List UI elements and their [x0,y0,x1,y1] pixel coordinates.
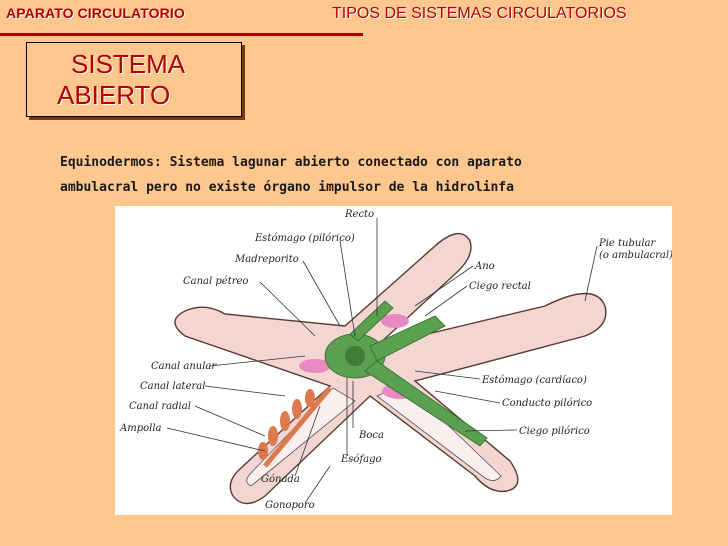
description: Equinodermos: Sistema lagunar abierto co… [60,150,640,200]
label-ano: Ano [474,261,495,272]
starfish-diagram: Recto Estómago (pilórico) Madreporito Ca… [119,209,672,511]
label-recto: Recto [344,209,374,220]
radial-canal [263,386,332,468]
starfish-body [174,233,607,505]
ampullae [258,389,315,460]
header-right-title: TIPOS DE SISTEMAS CIRCULATORIOS [332,5,627,22]
cardiac-stomach-core [345,346,365,366]
title-line-1: SISTEMA [71,49,186,79]
starfish-figure: Recto Estómago (pilórico) Madreporito Ca… [115,206,672,515]
header-left-title: APARATO CIRCULATORIO [6,5,185,21]
title-box: SISTEMA ABIERTO [26,42,242,117]
label-canal-anular: Canal anular [151,361,217,372]
description-line-2: ambulacral pero no existe órgano impulso… [60,180,514,195]
header-underline [0,33,363,36]
label-gonoporo: Gonoporo [265,500,315,511]
label-esofago: Esófago [340,454,382,465]
label-pie-tubular-2: (o ambulacral) [599,250,672,261]
label-gonada: Gónada [261,474,300,485]
label-ciego-pilorico: Ciego pilórico [519,426,590,437]
label-estomago-pilorico: Estómago (pilórico) [254,233,355,244]
label-ampolla: Ampolla [119,423,162,434]
lower-left-arm-interior [246,387,356,487]
leader-lines [166,218,598,504]
label-canal-petreo: Canal pétreo [183,276,248,287]
label-madreporito: Madreporito [234,254,299,265]
label-canal-radial: Canal radial [129,401,191,412]
label-pie-tubular: Pie tubular [598,238,656,249]
title-line-2: ABIERTO [57,80,171,110]
label-ciego-rectal: Ciego rectal [469,281,531,292]
lower-right-arm-interior [376,383,502,481]
label-estomago-cardiaco: Estómago (cardíaco) [481,375,587,386]
description-line-1: Equinodermos: Sistema lagunar abierto co… [60,155,522,170]
label-canal-lateral: Canal lateral [140,381,205,392]
label-conducto-pilorico: Conducto pilórico [502,398,592,409]
label-boca: Boca [358,430,384,441]
stomach [324,300,488,447]
